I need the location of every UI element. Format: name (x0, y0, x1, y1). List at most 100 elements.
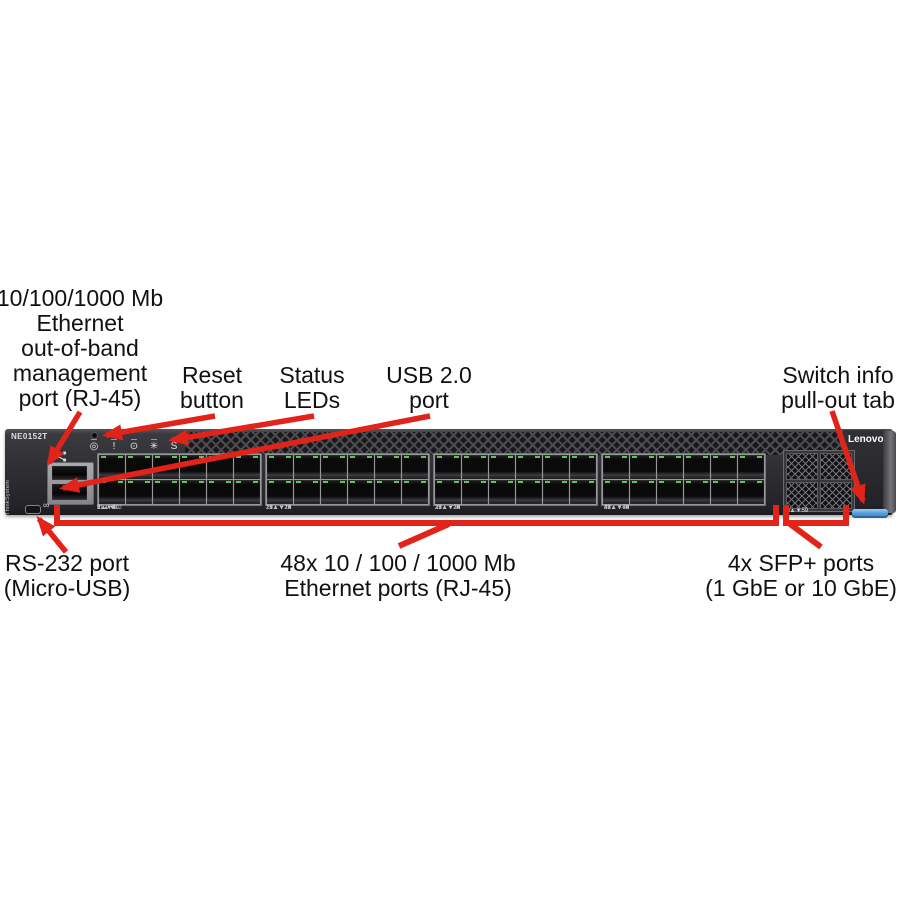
rj45-port (630, 455, 656, 479)
rj45-port (657, 480, 683, 504)
rj45-port (462, 455, 488, 479)
management-network-icon (56, 451, 67, 462)
rj45-port (294, 480, 320, 504)
rj45-port (684, 480, 710, 504)
label-line: USB 2.0 (386, 362, 472, 388)
management-port-stack (47, 462, 94, 505)
rj45-port (738, 480, 764, 504)
rj45-port (321, 480, 347, 504)
pull-out-tab (852, 509, 888, 518)
rj45-port (630, 480, 656, 504)
port-number-label: 23▲▼24 (266, 505, 292, 511)
port-number-label: 51▲▼52 (783, 508, 809, 514)
port-bank (97, 453, 262, 506)
rj45-port (603, 480, 629, 504)
rj45-port (267, 480, 293, 504)
rj45-management-port (52, 466, 87, 480)
rj45-port (489, 480, 515, 504)
label-48-ethernet-ports: 48x 10 / 100 / 1000 Mb Ethernet ports (R… (280, 551, 515, 601)
bracket-connector-48-ports (397, 521, 451, 549)
label-line: pull-out tab (781, 387, 895, 413)
bracket-connector-sfp (788, 521, 823, 550)
rj45-port (126, 480, 152, 504)
rj45-port (462, 480, 488, 504)
lenovo-logo: Lenovo (848, 434, 884, 445)
rj45-port (402, 455, 428, 479)
rj45-port (543, 455, 569, 479)
fan-led-icon: ✳ (149, 441, 159, 452)
rj45-port (711, 480, 737, 504)
rj45-port (99, 455, 125, 479)
label-reset-button: Reset button (180, 363, 244, 413)
rj45-port (321, 455, 347, 479)
power-led-icon: ◎ (89, 441, 99, 452)
label-line: management (12, 360, 148, 386)
label-line: Status (279, 362, 345, 388)
label-line: button (180, 387, 244, 413)
arrow-rs232-port (36, 515, 69, 554)
rj45-port (99, 480, 125, 504)
port-number-label: 11▲▼12 (97, 505, 122, 511)
port-number-label: 47▲▼48 (604, 505, 630, 511)
fault-led-icon: ! (108, 439, 120, 453)
micro-usb-console-port (25, 505, 41, 514)
rj45-port (234, 455, 260, 479)
rj45-port (126, 455, 152, 479)
label-line: (Micro-USB) (3, 575, 131, 601)
status-led-row: ◎!⊙✳S (88, 439, 180, 453)
label-line: port (409, 387, 449, 413)
console-port-icon: ∞ (43, 500, 50, 510)
port-bank (601, 453, 766, 506)
label-line: 48x 10 / 100 / 1000 Mb (280, 550, 516, 576)
rj45-port (180, 480, 206, 504)
rj45-port (570, 455, 596, 479)
rj45-port (267, 455, 293, 479)
label-line: Ethernet (36, 310, 124, 336)
model-number: NE0152T (11, 432, 48, 441)
rj45-port (153, 480, 179, 504)
rj45-port (684, 455, 710, 479)
label-line: (1 GbE or 10 GbE) (705, 575, 897, 601)
rj45-port (738, 455, 764, 479)
label-usb-port: USB 2.0 port (386, 363, 472, 413)
sfp-port (786, 453, 818, 480)
rj45-port (153, 455, 179, 479)
port-bank (433, 453, 598, 506)
rj45-port (435, 480, 461, 504)
rj45-port (435, 455, 461, 479)
rj45-port (348, 480, 374, 504)
label-line: Switch info (782, 362, 894, 388)
rj45-port (375, 480, 401, 504)
sfp-port (820, 482, 852, 509)
sfp-port (786, 482, 818, 509)
usb2-port (52, 484, 87, 500)
rj45-port (294, 455, 320, 479)
label-line: RS-232 port (4, 550, 129, 576)
reset-button (92, 433, 97, 438)
sfp-port (820, 453, 852, 480)
label-line: LEDs (283, 387, 341, 413)
label-line: port (RJ-45) (18, 385, 142, 411)
rj45-port (489, 455, 515, 479)
rj45-port (180, 455, 206, 479)
rj45-port (207, 480, 233, 504)
label-line: Ethernet ports (RJ-45) (284, 575, 512, 601)
rj45-port (348, 455, 374, 479)
chassis-right-edge (883, 431, 896, 513)
sfp-cage (783, 450, 855, 512)
rj45-port (516, 480, 542, 504)
port-bank (265, 453, 430, 506)
label-line: Reset (181, 362, 243, 388)
rj45-port (657, 455, 683, 479)
locate-led-icon: ⊙ (129, 441, 139, 452)
rj45-port (207, 455, 233, 479)
port-number-label: 35▲▼36 (435, 505, 461, 511)
rj45-port (711, 455, 737, 479)
rj45-port (375, 455, 401, 479)
thinksystem-logo: ThinkSystem (5, 479, 11, 515)
rj45-port (543, 480, 569, 504)
label-sfp-ports: 4x SFP+ ports (1 GbE or 10 GbE) (705, 551, 897, 601)
label-rs232-port: RS-232 port (Micro-USB) (4, 551, 131, 601)
